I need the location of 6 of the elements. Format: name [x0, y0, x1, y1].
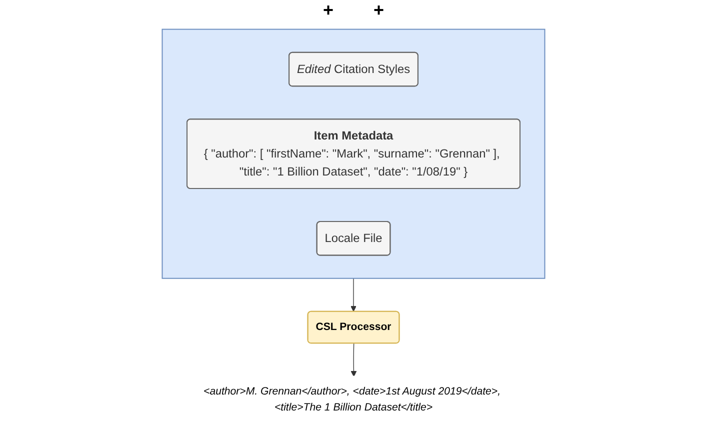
arrow: [350, 343, 357, 377]
node-text: <author>M. Grennan</author>, <date>1st August 2019</date>, <title>The 1 Billion Dataset</title>: [204, 386, 501, 414]
arrow: [350, 278, 356, 312]
plus-sign: +: [374, 0, 384, 22]
cluster: [162, 28, 546, 279]
plus-sign: +: [322, 0, 334, 22]
